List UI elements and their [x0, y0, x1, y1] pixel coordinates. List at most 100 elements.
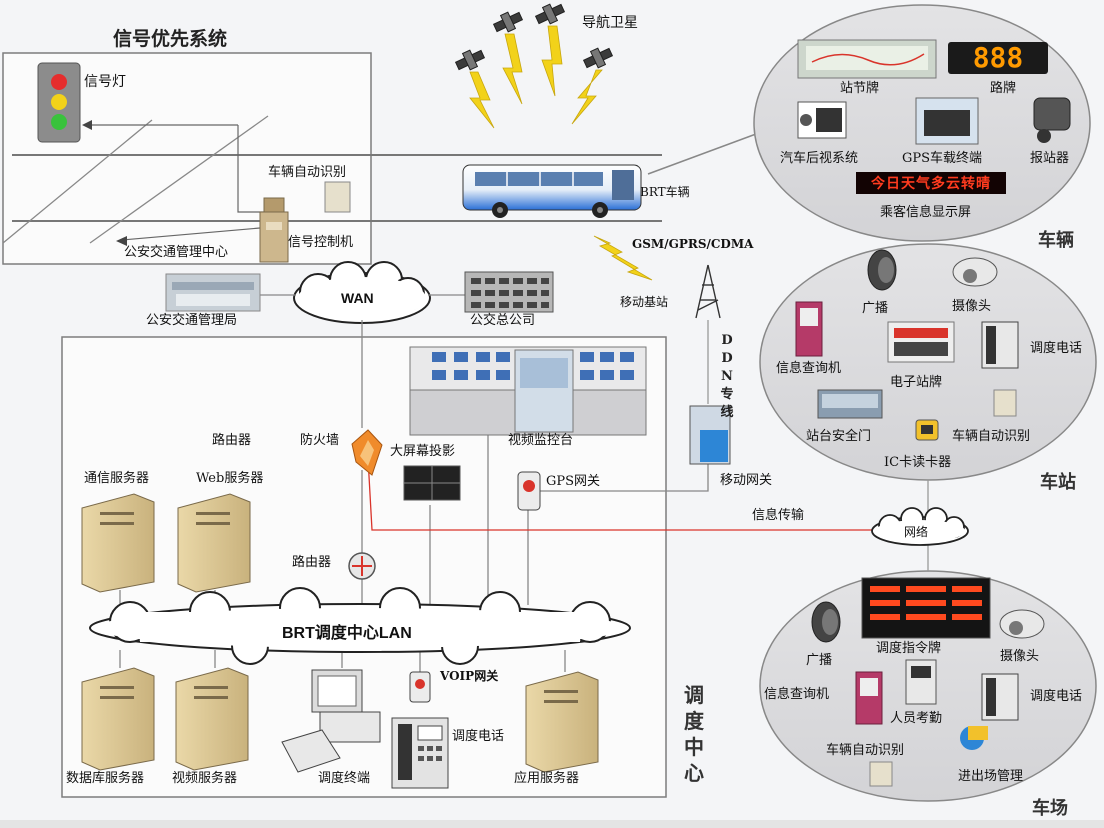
router-label: 路由器	[292, 555, 332, 570]
diag-line-1	[2, 119, 153, 244]
voip-label: VOIP网关	[440, 669, 499, 683]
db-server-label: 数据库服务器	[66, 771, 145, 786]
voip-gateway-icon	[409, 671, 431, 703]
app-server-icon	[525, 671, 599, 773]
dispatch-terminal-icon	[281, 669, 381, 773]
announcer-icon	[1033, 97, 1071, 143]
station-broadcast-speaker-icon	[867, 249, 897, 291]
depot-camera-label: 摄像头	[1000, 649, 1040, 664]
station-safety-door-image	[817, 389, 883, 419]
ic-reader-label: IC卡读卡器	[884, 455, 952, 470]
web-server-icon	[177, 493, 251, 593]
stop-sign-label: 站节牌	[840, 81, 880, 96]
router-label-top: 路由器	[212, 433, 252, 448]
satellite-icon	[454, 3, 614, 71]
gps-terminal-icon	[915, 97, 979, 145]
police-bureau-image	[165, 273, 261, 312]
dispatch-terminal-label: 调度终端	[318, 771, 371, 786]
station-broadcast-label: 广播	[862, 301, 889, 316]
depot-command-sign-image	[861, 577, 991, 639]
dispatch-phone-icon	[391, 717, 449, 789]
db-server-icon	[81, 667, 155, 771]
comm-server-label: 通信服务器	[84, 471, 150, 486]
rear-view-label: 汽车后视系统	[780, 151, 859, 166]
dispatch-phone-label: 调度电话	[452, 729, 505, 744]
info-transfer-line	[367, 457, 875, 531]
signal-system-title: 信号优先系统	[113, 28, 228, 50]
lan-cloud	[89, 587, 631, 665]
bus-company-building-icon	[464, 271, 554, 313]
station-phone-label: 调度电话	[1030, 341, 1083, 356]
ic-card-reader-icon	[915, 419, 939, 441]
video-monitor-label: 视频监控台	[508, 433, 574, 448]
vehicle-section-label: 车辆	[1038, 230, 1074, 251]
depot-broadcast-speaker-icon	[811, 601, 841, 643]
satellite-signal-lightning	[469, 25, 603, 129]
traffic-light-label: 信号灯	[84, 74, 126, 90]
wan-label: WAN	[341, 290, 374, 306]
announcer-label: 报站器	[1030, 151, 1070, 166]
bus-company-label: 公交总公司	[470, 313, 536, 328]
gps-gateway-label: GPS网关	[546, 474, 601, 489]
depot-kiosk-label: 信息查询机	[764, 687, 830, 702]
depot-vehicle-id-icon	[869, 761, 893, 787]
info-transfer-label: 信息传输	[752, 508, 805, 523]
vehicle-id-label: 车辆自动识别	[268, 165, 347, 180]
station-e-sign-label: 电子站牌	[890, 375, 943, 390]
station-phone-icon	[981, 321, 1019, 369]
bus-label: BRT车辆	[640, 185, 690, 199]
vehicle-id-sensor-icon	[324, 181, 351, 213]
web-server-label: Web服务器	[196, 471, 264, 486]
gps-gateway-icon	[517, 471, 541, 511]
police-bureau-label: 公安交通管理局	[146, 313, 238, 328]
big-screen-label: 大屏幕投影	[390, 444, 456, 459]
station-vehicle-id-label: 车辆自动识别	[952, 429, 1031, 444]
gsm-lightning-icon	[593, 235, 653, 281]
router-icon	[348, 552, 376, 580]
lan-label: BRT调度中心LAN	[282, 625, 412, 642]
mobile-gateway-icon	[689, 405, 731, 465]
depot-section-label: 车场	[1032, 798, 1068, 819]
depot-vehicle-id-label: 车辆自动识别	[826, 743, 905, 758]
depot-phone-icon	[981, 673, 1019, 721]
depot-phone-label: 调度电话	[1030, 689, 1083, 704]
route-sign-display: 888	[948, 42, 1048, 74]
station-camera-label: 摄像头	[952, 299, 992, 314]
station-kiosk-label: 信息查询机	[776, 361, 842, 376]
route-sign-label: 路牌	[990, 81, 1017, 96]
network-label: 网络	[904, 525, 929, 539]
station-safety-door-label: 站台安全门	[806, 429, 872, 444]
signal-controller-icon	[259, 197, 289, 263]
app-server-label: 应用服务器	[514, 771, 580, 786]
passenger-display-label: 乘客信息显示屏	[880, 205, 972, 220]
comm-server-icon	[81, 493, 155, 593]
depot-mgmt-icon	[960, 726, 988, 750]
station-camera-icon	[952, 257, 998, 287]
brt-bus-icon	[462, 164, 642, 218]
firewall-icon	[351, 429, 383, 476]
video-server-label: 视频服务器	[172, 771, 238, 786]
signal-controller-label: 信号控制机	[288, 235, 354, 250]
gsm-label: GSM/GPRS/CDMA	[632, 237, 754, 251]
passenger-led-display: 今日天气多云转晴	[856, 172, 1006, 194]
traffic-light-icon	[37, 62, 81, 143]
depot-camera-icon	[999, 609, 1045, 639]
depot-broadcast-label: 广播	[806, 653, 833, 668]
firewall-label: 防火墙	[300, 433, 340, 448]
mobile-gateway-label: 移动网关	[720, 473, 773, 488]
gps-terminal-label: GPS车载终端	[902, 151, 983, 166]
police-center-label: 公安交通管理中心	[124, 245, 229, 260]
station-section-label: 车站	[1040, 472, 1076, 493]
base-station-tower-icon	[695, 264, 721, 319]
command-sign-label: 调度指令牌	[876, 641, 942, 656]
wan-cloud	[293, 261, 431, 324]
video-server-icon	[175, 667, 249, 771]
attendance-label: 人员考勤	[890, 711, 943, 726]
base-station-label: 移动基站	[620, 295, 669, 309]
dispatch-center-title: 调度中心	[684, 683, 704, 785]
bus-to-vehicle-connector	[647, 133, 757, 175]
station-vehicle-id-icon	[993, 389, 1017, 417]
big-screen-icon	[403, 465, 461, 501]
